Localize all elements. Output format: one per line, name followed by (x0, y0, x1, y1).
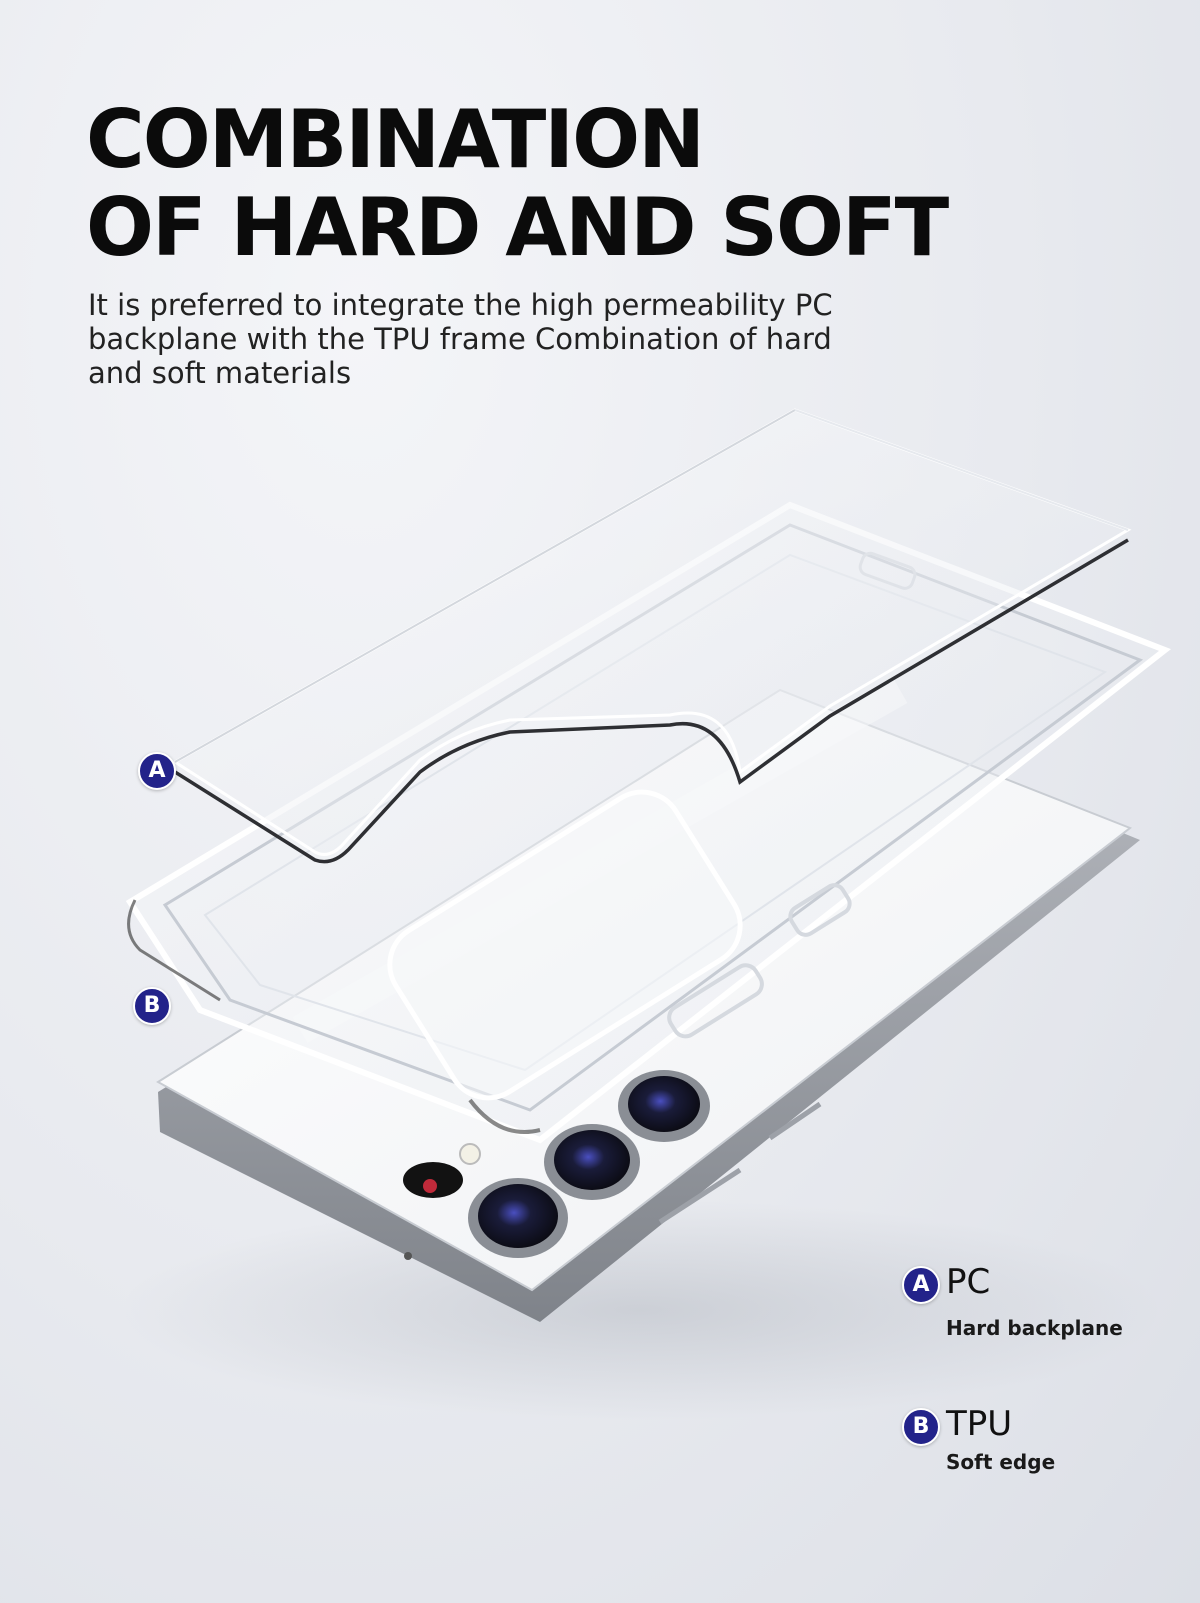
legend-title-tpu: TPU (946, 1404, 1013, 1444)
camera-lens (478, 1184, 558, 1248)
legend-title-pc: PC (946, 1262, 991, 1302)
frame-button-cover (667, 963, 764, 1039)
headline-line-2: OF HARD AND SOFT (86, 181, 949, 274)
legend-subtitle-pc: Hard backplane (946, 1316, 1123, 1340)
marker-b: B (133, 987, 171, 1025)
camera-lens (554, 1130, 630, 1190)
camera-cluster (403, 1070, 710, 1258)
marker-a: A (138, 752, 176, 790)
phone-port (404, 1252, 412, 1260)
camera-flash (459, 1143, 481, 1165)
camera-lens (628, 1076, 700, 1132)
frame-corner (468, 1098, 541, 1134)
legend-marker-b: B (902, 1408, 940, 1446)
floor-shadow (120, 1200, 1160, 1420)
frame-camera-cutout (387, 789, 743, 1101)
headline: COMBINATION OF HARD AND SOFT (86, 93, 949, 274)
frame-corner (127, 899, 221, 1002)
tpu-frame (125, 501, 1172, 1144)
frame-button-cover (788, 883, 852, 937)
phone-side-button (658, 1167, 742, 1225)
legend-marker-a: A (902, 1266, 940, 1304)
legend-subtitle-tpu: Soft edge (946, 1450, 1056, 1474)
description: It is preferred to integrate the high pe… (88, 288, 833, 390)
camera-sensor-dot (423, 1179, 437, 1193)
phone-side-button (768, 1101, 822, 1141)
pc-backplane (172, 408, 1132, 864)
headline-line-1: COMBINATION (86, 93, 705, 186)
